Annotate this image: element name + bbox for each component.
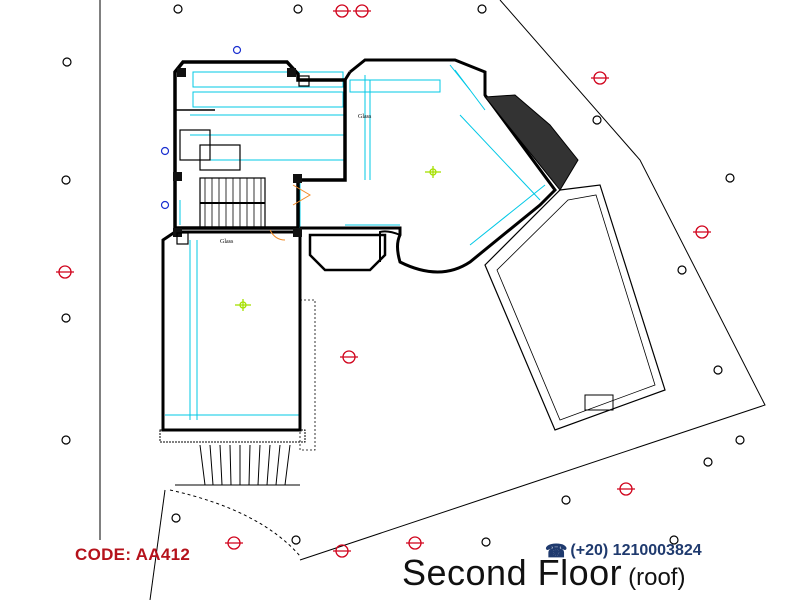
columns — [173, 68, 310, 245]
floor-title-sub: (roof) — [628, 564, 686, 591]
blue-markers — [160, 45, 242, 210]
walls — [159, 58, 666, 451]
phone-contact: ☎ (+20) 1210003824 — [545, 542, 702, 560]
glass-label-1: Glass — [358, 114, 372, 120]
light-fixtures — [235, 166, 441, 311]
floor-title-main: Second Floor — [402, 552, 623, 593]
glass-label-2: Glass — [220, 239, 234, 245]
phone-number: (+20) 1210003824 — [570, 542, 702, 559]
property-code: CODE: AA412 — [75, 545, 191, 564]
tree-markers — [61, 4, 745, 547]
door-swings — [269, 184, 311, 241]
phone-icon: ☎ — [545, 541, 568, 561]
site-boundary — [99, 0, 766, 600]
pergola — [175, 444, 300, 486]
fixture-lines — [165, 64, 546, 420]
red-markers — [56, 4, 711, 558]
floor-title: Second Floor(roof) — [402, 553, 685, 601]
